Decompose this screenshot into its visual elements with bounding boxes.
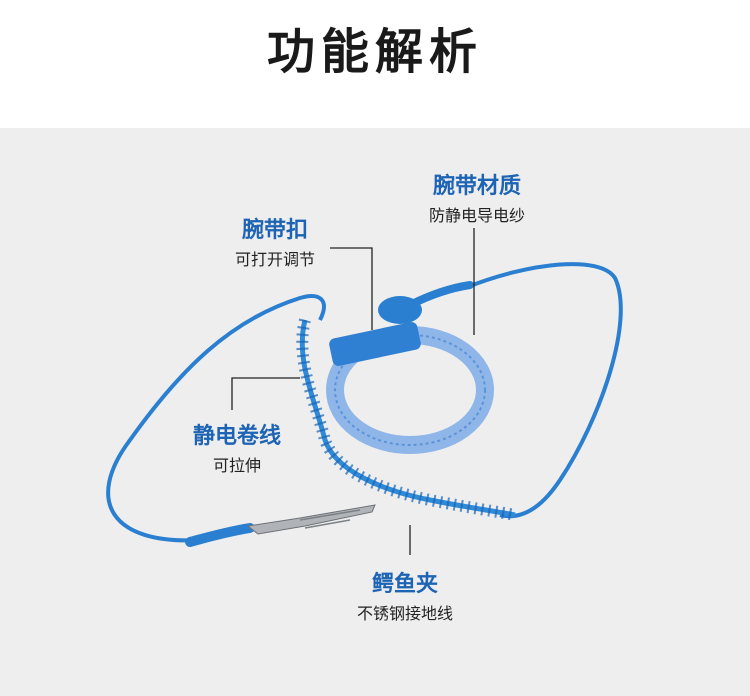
coil-sub: 可拉伸 [212, 456, 261, 475]
ground-cable [106, 294, 326, 543]
clip-heading: 鳄鱼夹 [371, 572, 438, 597]
buckle-heading: 腕带扣 [241, 218, 308, 243]
leader-buckle [330, 247, 373, 330]
buckle-sub: 可打开调节 [234, 250, 315, 269]
page-title: 功能解析 [266, 24, 483, 80]
leader-coil [231, 377, 300, 410]
strap-material-heading: 腕带材质 [432, 174, 521, 199]
coil-label: 静电卷线 可拉伸 [172, 418, 302, 476]
strap-material-sub: 防静电导电纱 [428, 206, 525, 225]
strap-material-label: 腕带材质 防静电导电纱 [412, 168, 542, 226]
clip-sub: 不锈钢接地线 [356, 604, 453, 623]
clip-label: 鳄鱼夹 不锈钢接地线 [330, 566, 480, 624]
buckle-label: 腕带扣 可打开调节 [210, 212, 340, 270]
buckle-snap [329, 281, 474, 366]
alligator-clip [185, 504, 376, 547]
coil-cord [296, 318, 517, 521]
product-panel [0, 128, 750, 696]
ground-cable-right [464, 262, 623, 519]
coil-heading: 静电卷线 [192, 424, 281, 449]
